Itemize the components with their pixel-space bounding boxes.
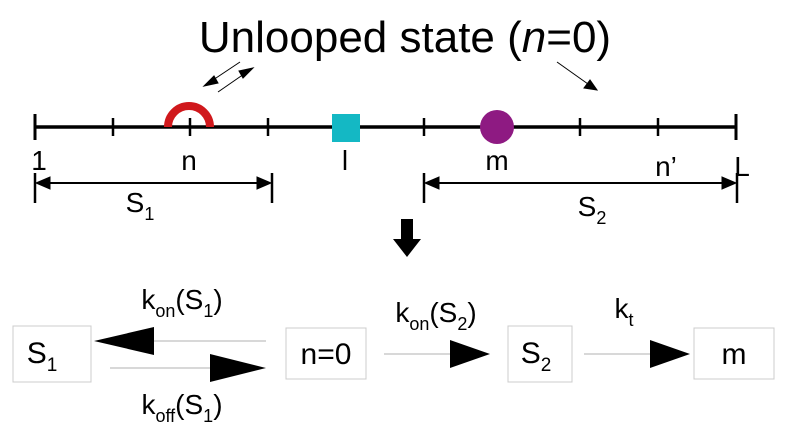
- kon-s1-label: kon(S1): [141, 284, 222, 321]
- s2-span-label: S2: [578, 191, 607, 228]
- label-m: m: [485, 145, 508, 176]
- chain-line: [33, 114, 738, 140]
- m-circle-marker: [480, 110, 514, 144]
- loop-exchange-arrows: [202, 61, 255, 93]
- kt-arrow: [584, 340, 690, 368]
- kon-s2-arrow: [384, 340, 490, 368]
- kon-s2-label: kon(S2): [395, 297, 476, 334]
- box-m-label: m: [722, 338, 747, 371]
- s2-span: [422, 173, 739, 203]
- title-prefix: Unlooped state (: [199, 13, 522, 62]
- down-arrow: [393, 219, 421, 257]
- label-start: 1: [31, 145, 47, 176]
- label-n: n: [181, 145, 197, 176]
- loop-arc-marker: [164, 102, 214, 128]
- box-s1: [12, 325, 92, 383]
- box-m: [693, 327, 775, 380]
- box-n0: [285, 327, 367, 380]
- box-n0-label: n=0: [301, 338, 352, 371]
- diffusion-arrow: [556, 61, 599, 91]
- box-s2-label: S2: [521, 337, 552, 376]
- box-s1-label: S1: [27, 337, 58, 376]
- koff-s1-label: koff(S1): [141, 389, 222, 426]
- l-square-marker: [332, 114, 360, 142]
- kt-label: kt: [614, 293, 633, 330]
- label-l: l: [342, 145, 348, 176]
- s1-span-label: S1: [126, 187, 155, 224]
- box-s2: [507, 325, 573, 383]
- s1-span: [33, 173, 274, 203]
- kon-s1-arrow: [94, 327, 266, 355]
- koff-s1-arrow: [110, 354, 266, 382]
- diagram-title: Unlooped state (n=0): [199, 13, 611, 62]
- label-nprime: n’: [655, 151, 677, 182]
- title-variable: n: [522, 13, 546, 62]
- title-suffix: =0): [546, 13, 611, 62]
